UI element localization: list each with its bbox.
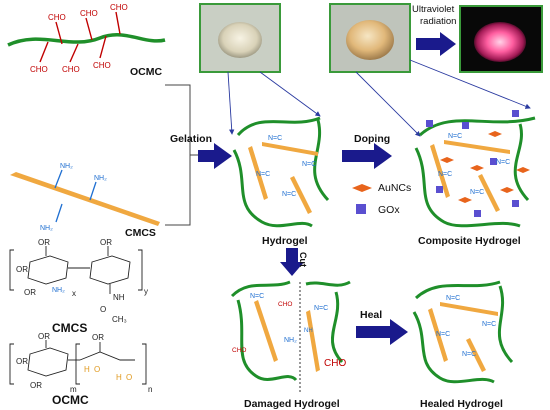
doping-label: Doping [354,133,390,145]
or-label: OR [92,333,104,342]
healed-hydrogel-network: N=C N=C N=C N=C [412,280,514,384]
ocmc-label: OCMC [130,66,162,78]
hydrogel-label: Hydrogel [262,235,308,247]
cho-group-label: CHO [62,65,80,74]
nh2-label: NH₂ [94,175,107,182]
imine-label: N=C [462,351,476,358]
imine-label: N=C [446,295,460,302]
o-label: O [94,365,100,374]
heal-arrow-icon [356,319,408,345]
doping-arrow-icon [342,143,392,169]
cut-label: Cut [298,252,308,267]
cho-group-label: CHO [30,65,48,74]
composite-hydrogel-network: N=C N=C N=C N=C [414,110,536,228]
cho-group-label: CHO [93,61,111,70]
m-subscript: m [70,385,77,394]
uv-label-line1: Ultraviolet [412,4,455,15]
ocmc-structure-label: OCMC [52,393,89,407]
or-label: OR [16,357,28,366]
hydrogel-network: N=C N=C N=C N=C [232,116,330,228]
imine-label: N=C [268,135,282,142]
cmcs-label: CMCS [125,227,156,239]
photo-hydrogel [199,3,281,73]
o-label: O [126,373,132,382]
nh2-label: NH₂ [40,225,53,232]
legend: AuNCs GOx [352,182,411,216]
nh-label: NH [304,328,313,334]
imine-label: N=C [470,189,484,196]
healed-hydrogel-label: Healed Hydrogel [420,398,503,410]
n-subscript: n [148,385,152,394]
imine-label: N=C [496,159,510,166]
or-label: OR [30,381,42,390]
nh2-label: NH₂ [60,163,73,170]
cut-arrow-icon [280,248,304,276]
imine-label: N=C [482,321,496,328]
damaged-hydrogel-network: N=C N=C CHO NH₂ NH CHO CHO [230,280,351,392]
x-subscript: x [72,289,76,298]
imine-label: N=C [436,331,450,338]
h-label: H [84,365,90,374]
nh-label: NH [113,293,125,302]
cmcs-structure [9,246,143,294]
imine-label: N=C [250,293,264,300]
nh2-label: NH₂ [284,337,297,344]
cho-group-label: CHO [80,9,98,18]
uv-arrow-icon [416,32,456,56]
nh2-label: NH₂ [52,287,65,294]
imine-label: N=C [282,191,296,198]
imine-label: N=C [438,171,452,178]
composite-hydrogel-label: Composite Hydrogel [418,235,521,247]
imine-label: N=C [314,305,328,312]
uv-label-line2: radiation [420,16,456,27]
gox-legend-square-icon [356,204,366,214]
ocmc-structure [9,340,147,385]
or-label: OR [38,238,50,247]
cho-group-label: CHO [110,3,128,12]
photo-fluorescent-hydrogel [459,5,543,73]
imine-label: N=C [302,161,316,168]
or-label: OR [100,238,112,247]
damaged-hydrogel-label: Damaged Hydrogel [244,398,340,410]
ch3-label: CH₃ [112,315,127,324]
ocmc-polymer: CHO CHO CHO CHO CHO CHO OCMC [7,3,166,78]
photo-composite-hydrogel [329,3,411,73]
photo-pointers [227,59,531,137]
gelation-arrow-icon [198,143,232,169]
h-label: H [116,373,122,382]
bracket [165,84,200,226]
cho-group-label: CHO [278,301,292,308]
y-subscript: y [144,287,148,296]
gelation-label: Gelation [170,133,212,145]
cho-group-label: CHO [324,358,346,369]
cmcs-polymer: NH₂ NH₂ NH₂ CMCS [10,163,160,239]
cho-group-label: CHO [48,13,66,22]
imine-label: N=C [256,171,270,178]
cho-group-label: CHO [232,347,246,354]
cmcs-structure-label: CMCS [52,321,87,335]
legend-aunc-label: AuNCs [378,182,411,194]
or-label: OR [16,265,28,274]
imine-label: N=C [448,133,462,140]
o-label: O [100,305,106,314]
aunc-legend-diamond-icon [352,184,372,192]
or-label: OR [38,332,50,341]
or-label: OR [24,288,36,297]
legend-gox-label: GOx [378,204,400,216]
heal-label: Heal [360,309,382,321]
